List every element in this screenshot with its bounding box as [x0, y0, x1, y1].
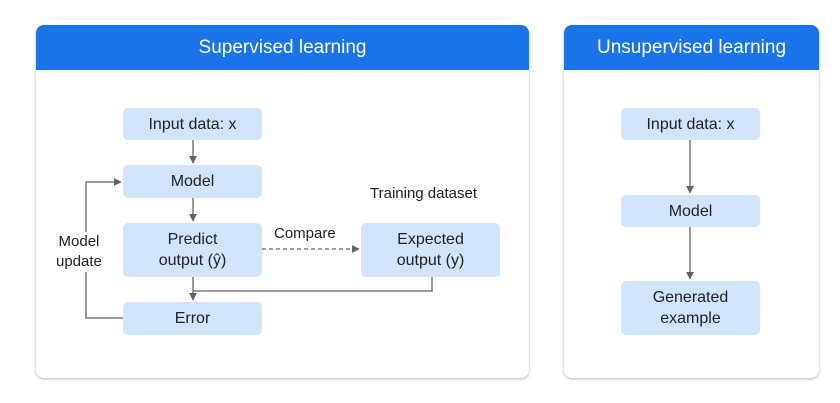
training-dataset-label: Training dataset [370, 185, 478, 202]
arrow-model-update-loop-top [85, 178, 122, 237]
arrow-expected-to-error [193, 277, 433, 292]
model-update-label: Model update [56, 232, 102, 272]
predict-output-box: Predict output (ŷ) [123, 223, 262, 277]
supervised-learning-panel: Supervised learning Input data: x Model … [36, 25, 529, 378]
arrow-model-update-loop [85, 258, 123, 319]
error-box: Error [123, 302, 262, 335]
model-box: Model [621, 195, 760, 227]
supervised-learning-title: Supervised learning [36, 25, 529, 70]
unsupervised-learning-title: Unsupervised learning [564, 25, 819, 70]
model-box: Model [123, 165, 262, 198]
unsupervised-learning-panel: Unsupervised learning Input data: x Mode… [564, 25, 819, 378]
compare-label: Compare [274, 225, 336, 242]
input-data-box: Input data: x [123, 108, 262, 140]
supervised-connectors [85, 139, 433, 319]
unsupervised-connectors [686, 140, 694, 280]
generated-example-box: Generated example [621, 281, 760, 335]
expected-output-box: Expected output (y) [361, 223, 500, 277]
input-data-box: Input data: x [621, 108, 760, 140]
